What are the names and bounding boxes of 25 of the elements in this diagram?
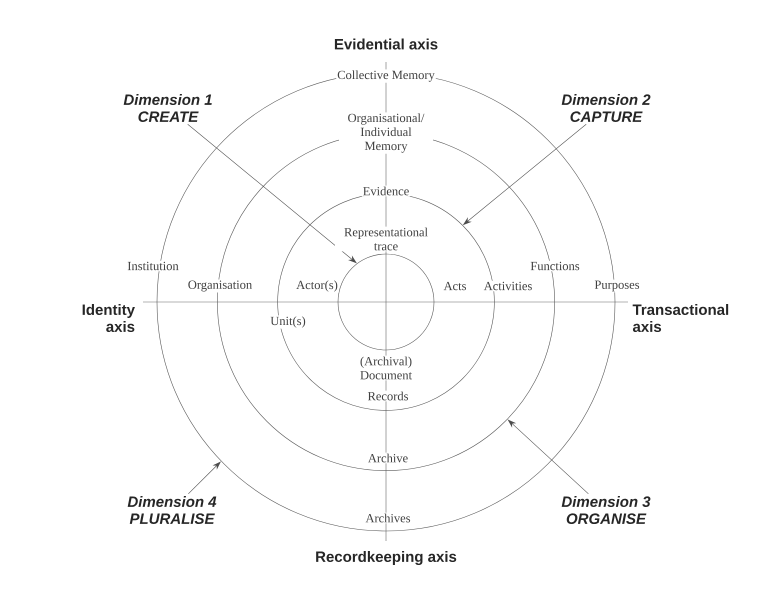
ring-label: Activities bbox=[482, 280, 534, 292]
ring-label: Records bbox=[366, 390, 410, 402]
dimension-label: Dimension 2 CAPTURE bbox=[562, 94, 650, 122]
axis-label: Recordkeeping axis bbox=[316, 550, 456, 566]
axis-label: Transactional axis bbox=[632, 304, 728, 332]
ring-label: Functions bbox=[529, 260, 581, 272]
ring-label: Acts bbox=[442, 280, 468, 292]
ring-label: Archives bbox=[364, 512, 412, 524]
dimension-label: Dimension 1 CREATE bbox=[124, 94, 212, 122]
ring-label: Unit(s) bbox=[269, 315, 307, 329]
ring-label: Representational trace bbox=[335, 226, 437, 252]
ring-label: Collective Memory bbox=[336, 69, 436, 83]
ring-label: Organisation bbox=[186, 280, 254, 292]
axis-label: Identity axis bbox=[82, 304, 135, 332]
ring-circle bbox=[338, 254, 434, 350]
dimension-label: Dimension 3 ORGANISE bbox=[562, 496, 650, 524]
ring-label: Actor(s) bbox=[295, 279, 339, 293]
ring-label: Purposes bbox=[593, 280, 641, 292]
ring-label: Archive bbox=[366, 452, 410, 464]
ring-label: Institution bbox=[126, 260, 180, 272]
ring-label: (Archival) Document bbox=[349, 356, 423, 380]
dimension-label: Dimension 4 PLURALISE bbox=[128, 496, 216, 524]
ring-label: Evidence bbox=[362, 186, 410, 196]
ring-label: Organisational/ Individual Memory bbox=[339, 112, 433, 154]
axis-label: Evidential axis bbox=[334, 38, 438, 50]
